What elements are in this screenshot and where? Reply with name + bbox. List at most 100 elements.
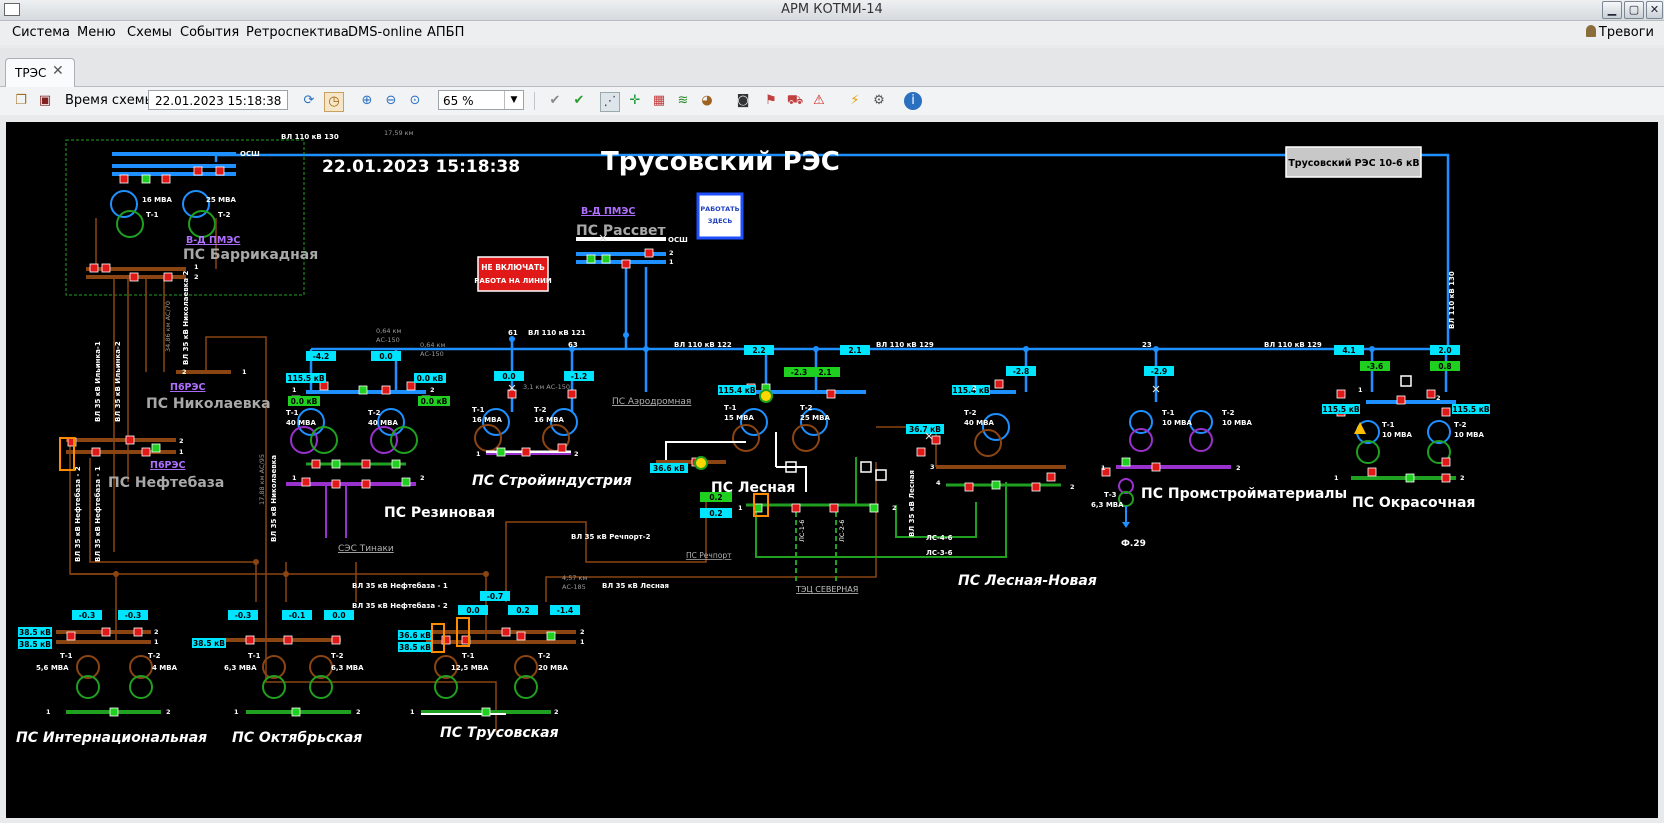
ps-stroyindustriya-label[interactable]: ПС Стройиндустрия [472,473,632,489]
telemetry-value[interactable]: 4.1 [1342,346,1355,355]
telemetry-value[interactable]: -2.8 [1013,367,1029,376]
grounding-icon[interactable] [694,456,708,470]
lightning-icon[interactable]: ⚡ [850,93,860,108]
ses-tinaki-label[interactable]: СЭС Тинаки [338,544,394,554]
maximize-button[interactable]: ▢ [1624,1,1644,19]
check-icon[interactable]: ✔ [549,93,561,108]
ps-aerodromnaya-label[interactable]: ПС Аэродромная [612,397,691,407]
topology-icon[interactable]: ⋰ [600,92,620,112]
layers-icon[interactable]: ≋ [677,93,689,108]
ps-neftebaza-label[interactable]: ПС Нефтебаза [108,475,224,491]
zoom-select[interactable]: 65 %▼ [438,90,524,110]
voltage-value[interactable]: 115.4 кВ [718,386,755,395]
voltage-value[interactable]: 0.0 кВ [417,374,444,383]
voltage-value[interactable]: 115.4 кВ [952,386,989,395]
minimize-button[interactable]: ▁ [1602,1,1622,19]
ps-lesnaya-novaya-label[interactable]: ПС Лесная-Новая [958,573,1097,589]
palette-icon[interactable]: ◕ [701,93,713,108]
gear-icon[interactable]: ⚙ [873,93,885,108]
owner-rassvet[interactable]: В-Д ПМЭС [581,206,635,217]
telemetry-value[interactable]: -0.3 [125,611,141,620]
menu-system[interactable]: Система [12,25,71,40]
ps-rassvet-label[interactable]: ПС Рассвет [576,223,667,239]
binoculars-icon[interactable]: ◙ [736,93,750,108]
close-tab-icon[interactable]: ✕ [52,63,64,79]
voltage-value[interactable]: 38.5 кВ [19,640,51,649]
warning-icon[interactable]: ⚠ [813,93,825,108]
telemetry-value[interactable]: -1.4 [557,606,573,615]
menu-dms-online[interactable]: DMS-online [348,25,423,40]
zoom-in-icon[interactable]: ⊕ [361,93,373,108]
grounding-icon[interactable] [759,389,773,403]
ps-barrikadnaya-label[interactable]: ПС Баррикадная [183,247,318,263]
telemetry-value[interactable]: 2.2 [752,346,765,355]
telemetry-value[interactable]: 0.0 [379,352,392,361]
telemetry-value[interactable]: 2.0 [1438,346,1451,355]
voltage-value[interactable]: 0.0 кВ [291,397,318,406]
owner-nikolaevka[interactable]: П6РЭС [170,382,205,393]
telemetry-value[interactable]: 2.1 [848,346,861,355]
telemetry-value[interactable]: -1.2 [571,372,587,381]
zoom-fit-icon[interactable]: ⊙ [409,93,421,108]
ps-promstroy-label[interactable]: ПС Промстройматериалы [1141,486,1347,502]
tab-tres[interactable]: ТРЭС ✕ [5,58,75,87]
menu-events[interactable]: События [180,25,240,40]
ps-rechport-label[interactable]: ПС Речпорт [686,551,732,560]
voltage-value[interactable]: 0.0 кВ [421,397,448,406]
crosshair-icon[interactable]: ✛ [629,93,641,108]
refresh-icon[interactable]: ⟳ [303,93,315,108]
work-here-sign[interactable]: РАБОТАТЬ ЗДЕСЬ [696,192,744,240]
ps-nikolaevka-label[interactable]: ПС Николаевка [146,396,271,412]
telemetry-value[interactable]: 0.2 [516,606,529,615]
telemetry-value[interactable]: -0.3 [235,611,251,620]
telemetry-value[interactable]: 2.1 [818,368,831,377]
ps-internatsionalnaya-label[interactable]: ПС Интернациональная [16,730,207,746]
menu-schemes[interactable]: Схемы [127,25,172,40]
voltage-value[interactable]: 36.6 кВ [399,631,431,640]
voltage-value[interactable]: 115.5 кВ [1322,405,1359,414]
time-input[interactable]: 22.01.2023 15:18:38 [148,90,288,110]
telemetry-value[interactable]: 0.0 [502,372,515,381]
alarms-button[interactable]: Тревоги [1585,25,1654,40]
clock-icon[interactable]: ◷ [324,92,344,112]
voltage-value[interactable]: 115.5 кВ [287,374,324,383]
voltage-value[interactable]: 38.5 кВ [193,639,225,648]
voltage-value[interactable]: 115.5 кВ [1452,405,1489,414]
warning-sign[interactable]: НЕ ВКЛЮЧАТЬ РАБОТА НА ЛИНИИ [474,256,552,292]
telemetry-value[interactable]: 0.2 [709,509,722,518]
info-icon[interactable]: i [904,92,922,110]
telemetry-value[interactable]: -2.9 [1151,367,1167,376]
flag-icon[interactable]: ⚑ [765,93,777,108]
ps-rezinovaya-label[interactable]: ПС Резиновая [384,505,495,521]
ps-oktyabrskaya-label[interactable]: ПС Октябрьская [232,730,362,746]
voltage-value[interactable]: 38.5 кВ [19,628,51,637]
grid-icon[interactable]: ▦ [652,93,666,108]
menu-apbp[interactable]: АПБП [427,25,465,40]
telemetry-value[interactable]: 0.0 [466,606,479,615]
telemetry-value[interactable]: -0.3 [79,611,95,620]
check-all-icon[interactable]: ✔ [573,93,585,108]
ps-lesnaya-label[interactable]: ПС Лесная [711,480,795,496]
telemetry-value[interactable]: 0.8 [1438,362,1451,371]
voltage-value[interactable]: 38.5 кВ [399,643,431,652]
save-icon[interactable]: ▣ [38,93,52,108]
nav-button-trusovsky-10-6[interactable]: Трусовский РЭС 10-6 кВ [1285,146,1422,178]
telemetry-value[interactable]: -4.2 [313,352,329,361]
menu-retrospective[interactable]: Ретроспектива [246,25,349,40]
ps-trusovskaya-label[interactable]: ПС Трусовская [440,725,559,741]
owner-neftebaza[interactable]: П6РЭС [150,460,185,471]
telemetry-value[interactable]: 0.0 [332,611,345,620]
telemetry-value[interactable]: 0.2 [709,493,722,502]
telemetry-value[interactable]: -3.6 [1367,362,1383,371]
open-icon[interactable]: ❐ [15,93,27,108]
telemetry-value[interactable]: -2.3 [791,368,807,377]
voltage-value[interactable]: 36.7 кВ [909,425,941,434]
cart-icon[interactable]: ⛟ [786,93,804,108]
close-window-button[interactable]: ✕ [1646,1,1663,19]
owner-barrikadnaya[interactable]: В-Д ПМЭС [186,235,240,246]
zoom-out-icon[interactable]: ⊖ [385,93,397,108]
scheme-canvas[interactable]: ТЭЦ СЕВЕРНАЯ [6,122,1658,818]
telemetry-value[interactable]: -0.1 [289,611,305,620]
warning-triangle-icon[interactable] [1354,422,1366,434]
ps-okrasochnaya-label[interactable]: ПС Окрасочная [1352,495,1475,511]
